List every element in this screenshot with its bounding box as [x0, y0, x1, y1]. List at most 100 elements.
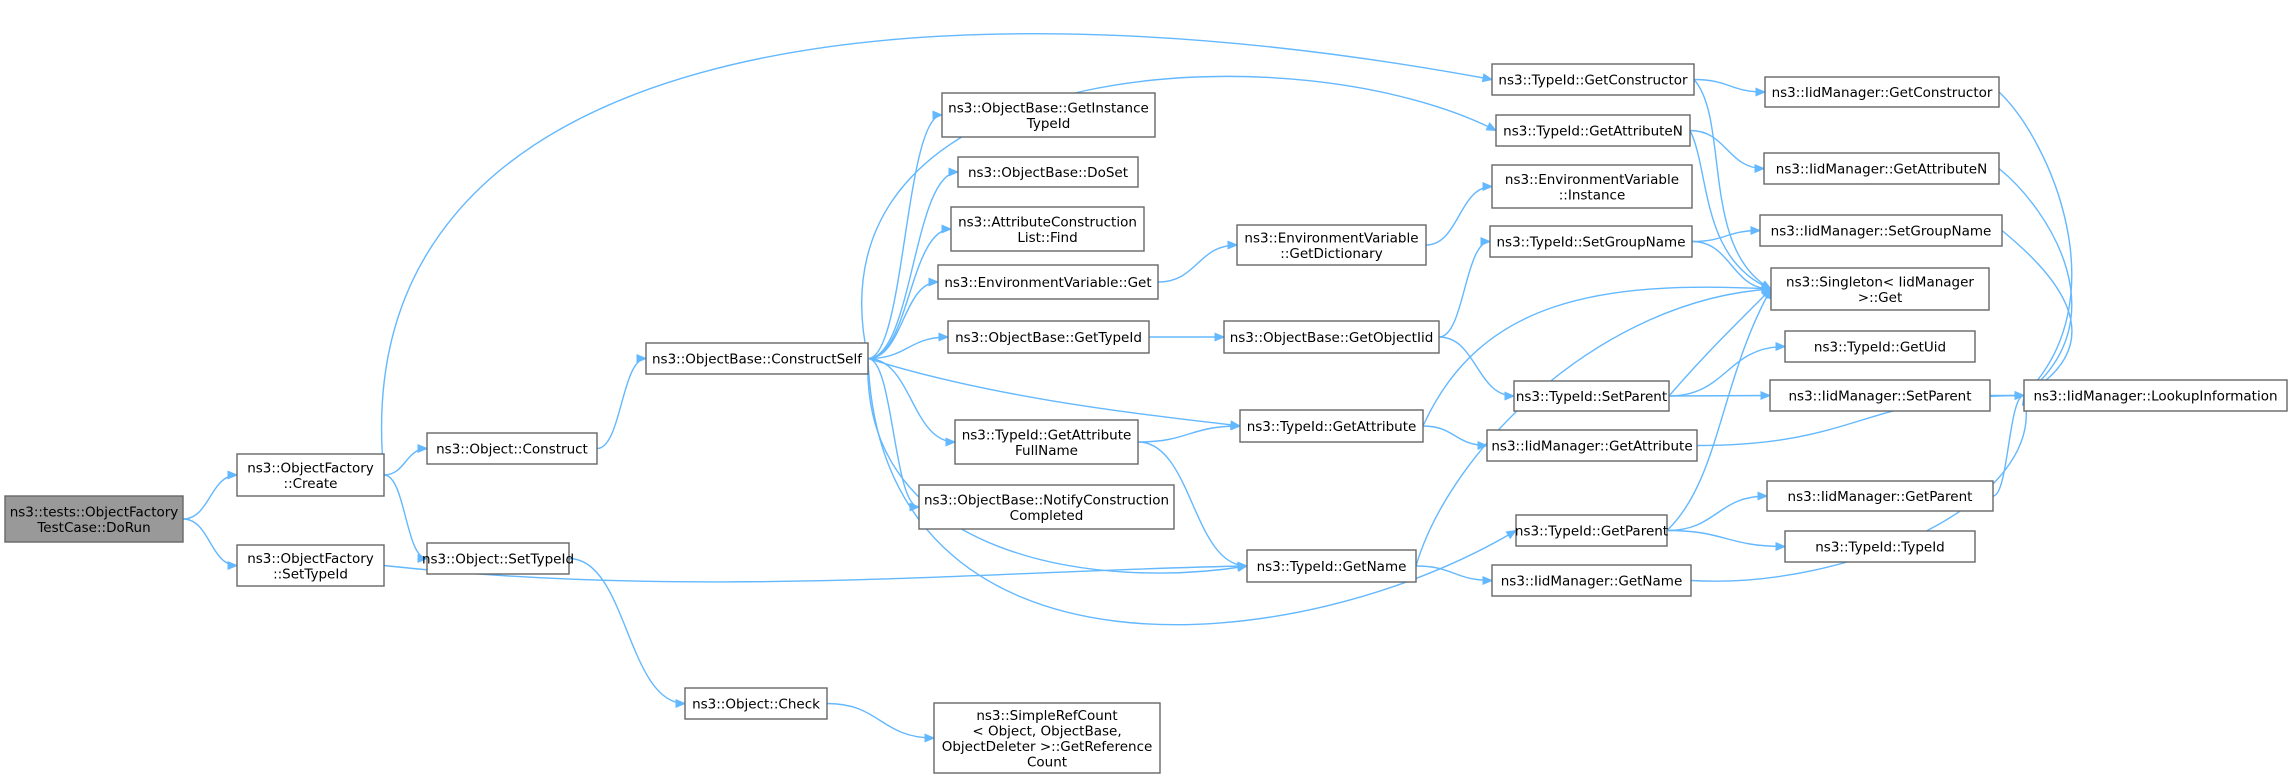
node-envvar-getdict[interactable]: ns3::EnvironmentVariable::GetDictionary	[1236, 224, 1427, 266]
node-tid-setgroupname[interactable]: ns3::TypeId::SetGroupName	[1489, 225, 1693, 258]
edge-arrowhead	[1757, 491, 1769, 501]
edge-ob-getobjectiid-to-tid-setgroupname	[1438, 240, 1491, 338]
node-box	[1486, 429, 1698, 462]
edge-arrowhead	[1227, 240, 1239, 250]
node-label-line: ns3::tests::ObjectFactory	[10, 504, 179, 520]
node-iid-getparent[interactable]: ns3::IidManager::GetParent	[1766, 480, 1994, 512]
node-obj-settypeid[interactable]: ns3::Object::SetTypeId	[422, 542, 574, 575]
node-label-line: ns3::TypeId::GetAttribute	[1247, 419, 1417, 435]
nodes-layer: ns3::tests::ObjectFactoryTestCase::DoRun…	[4, 63, 2288, 774]
edge-arrowhead	[1482, 575, 1494, 586]
edge-of-create-to-obj-construct	[383, 447, 428, 476]
node-ob-getobjectiid[interactable]: ns3::ObjectBase::GetObjectIid	[1223, 320, 1440, 354]
edge-arrowhead	[417, 553, 429, 564]
node-of-settypeid[interactable]: ns3::ObjectFactory::SetTypeId	[236, 544, 385, 587]
node-box	[236, 544, 385, 587]
node-tid-getuid[interactable]: ns3::TypeId::GetUid	[1784, 330, 1976, 363]
node-label-line: ns3::EnvironmentVariable	[1505, 172, 1679, 188]
node-label-line: ns3::IidManager::GetConstructor	[1772, 85, 1993, 101]
edge-constructself-to-tid-getattributen	[861, 75, 1497, 359]
edge-arrowhead	[2014, 390, 2026, 401]
edge-arrowhead	[227, 470, 239, 480]
node-envvar-instance[interactable]: ns3::EnvironmentVariable::Instance	[1491, 164, 1693, 209]
node-iid-getconstructor[interactable]: ns3::IidManager::GetConstructor	[1764, 76, 2000, 108]
edge-envvar-get-to-envvar-getdict	[1157, 244, 1238, 283]
node-box	[4, 495, 184, 543]
edge-of-settypeid-to-tid-getname	[383, 564, 1248, 583]
node-constructself[interactable]: ns3::ObjectBase::ConstructSelf	[645, 342, 869, 375]
node-box	[645, 342, 869, 375]
node-box	[1491, 63, 1695, 96]
node-label-line: ns3::IidManager::GetAttribute	[1491, 439, 1692, 455]
node-of-create[interactable]: ns3::ObjectFactory::Create	[236, 453, 385, 497]
node-tid-getname[interactable]: ns3::TypeId::GetName	[1246, 549, 1417, 583]
node-label-line: ns3::IidManager::SetGroupName	[1771, 224, 1992, 240]
node-box	[937, 264, 1159, 300]
edge-arrowhead	[1760, 390, 1772, 401]
node-obj-check[interactable]: ns3::Object::Check	[684, 687, 828, 720]
edge-of-create-to-tid-getconstructor	[381, 33, 1493, 476]
node-box	[1491, 164, 1693, 209]
node-iid-getname[interactable]: ns3::IidManager::GetName	[1491, 564, 1692, 597]
edge-dorun-to-of-create	[182, 474, 238, 520]
node-singleton-get[interactable]: ns3::Singleton< IidManager>::Get	[1770, 267, 1990, 311]
node-label-line: >::Get	[1858, 290, 1902, 306]
edge-arrowhead	[1485, 122, 1498, 132]
node-box	[1759, 214, 2003, 247]
edge-constructself-to-notifyconstruction	[867, 357, 920, 508]
edge-arrowhead	[941, 224, 953, 234]
node-label-line: ns3::IidManager::GetParent	[1788, 489, 1973, 505]
node-iid-lookupinfo[interactable]: ns3::IidManager::LookupInformation	[2023, 379, 2288, 412]
node-tid-getattributen[interactable]: ns3::TypeId::GetAttributeN	[1495, 114, 1691, 147]
edge-arrowhead	[1775, 541, 1787, 552]
node-label-line: ns3::TypeId::GetAttribute	[962, 427, 1132, 443]
node-label-line: ns3::TypeId::GetParent	[1515, 524, 1668, 540]
node-tid-getparent[interactable]: ns3::TypeId::GetParent	[1515, 514, 1668, 547]
edge-constructself-to-tid-getname	[867, 358, 1248, 574]
node-label-line: ns3::ObjectBase::NotifyConstruction	[924, 492, 1169, 508]
node-envvar-get[interactable]: ns3::EnvironmentVariable::Get	[937, 264, 1159, 300]
node-obj-construct[interactable]: ns3::Object::Construct	[426, 432, 598, 465]
edge-constructself-to-acl-find	[867, 228, 952, 360]
node-box	[1766, 480, 1994, 512]
node-label-line: ns3::IidManager::GetName	[1501, 574, 1683, 590]
edge-arrowhead	[932, 110, 944, 120]
node-iid-getattribute[interactable]: ns3::IidManager::GetAttribute	[1486, 429, 1698, 462]
node-box	[1239, 409, 1424, 443]
node-doset[interactable]: ns3::ObjectBase::DoSet	[957, 156, 1139, 188]
edge-tid-getconstructor-to-singleton-get	[1693, 79, 1772, 290]
node-box	[236, 453, 385, 497]
edge-constructself-to-tid-getattribute	[867, 357, 1241, 427]
node-box	[954, 419, 1139, 465]
node-label-line: ns3::Object::Construct	[436, 442, 588, 458]
edge-arrowhead	[1480, 236, 1492, 247]
node-label-line: < Object, ObjectBase,	[972, 723, 1121, 739]
node-tid-getconstructor[interactable]: ns3::TypeId::GetConstructor	[1491, 63, 1695, 96]
node-box	[1764, 76, 2000, 108]
node-tid-typeid[interactable]: ns3::TypeId::TypeId	[1784, 530, 1976, 563]
node-iid-setgroupname[interactable]: ns3::IidManager::SetGroupName	[1759, 214, 2003, 247]
node-tid-getattribute[interactable]: ns3::TypeId::GetAttribute	[1239, 409, 1424, 443]
node-label-line: ns3::ObjectBase::GetObjectIid	[1230, 330, 1434, 346]
node-box	[941, 92, 1156, 138]
node-box	[1491, 564, 1692, 597]
node-box	[957, 156, 1139, 188]
edge-arrowhead	[948, 167, 960, 177]
node-label-line: ::Instance	[1559, 187, 1626, 203]
node-notifyconstruction[interactable]: ns3::ObjectBase::NotifyConstructionCompl…	[918, 484, 1175, 530]
node-label-line: ns3::IidManager::SetParent	[1789, 389, 1972, 405]
node-iid-getattributen[interactable]: ns3::IidManager::GetAttributeN	[1763, 152, 2000, 185]
node-box	[933, 702, 1161, 774]
node-iid-setparent[interactable]: ns3::IidManager::SetParent	[1769, 379, 1991, 412]
edge-arrowhead	[636, 353, 648, 364]
node-ob-gettypeid[interactable]: ns3::ObjectBase::GetTypeId	[947, 320, 1150, 354]
edge-arrowhead	[1237, 561, 1249, 571]
edge-tid-getparent-to-singleton-get	[1666, 288, 1772, 532]
node-tid-setparent[interactable]: ns3::TypeId::SetParent	[1513, 380, 1670, 412]
node-simplerefcount[interactable]: ns3::SimpleRefCount< Object, ObjectBase,…	[933, 702, 1161, 774]
edge-tid-setparent-to-iid-setparent	[1668, 394, 1771, 397]
